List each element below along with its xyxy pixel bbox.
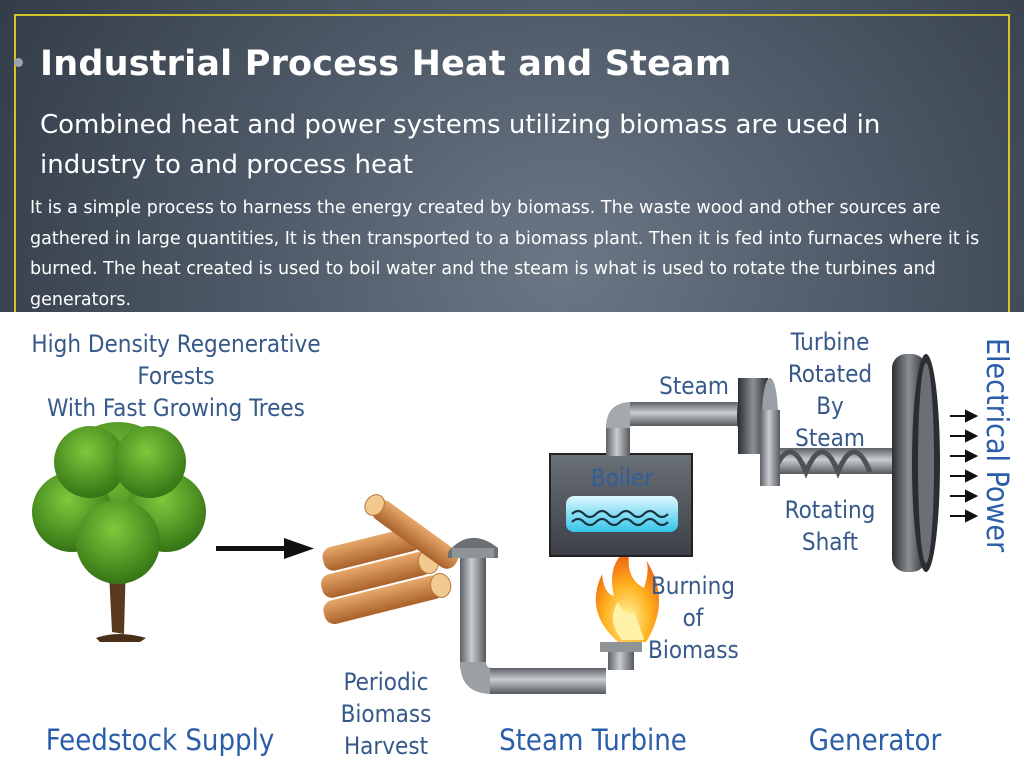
boiler-label: Boiler [590,464,654,492]
rotating-shaft-icon [760,410,900,486]
power-arrows-icon [950,409,979,523]
harvest-label: Periodic Biomass Harvest [330,666,442,762]
slide-subtitle: Combined heat and power systems utilizin… [40,110,881,180]
forest-label: High Density Regenerative Forests With F… [6,328,346,424]
flame-icon [595,548,659,642]
forest-label-line1: High Density Regenerative Forests [31,330,321,390]
tree-icon [32,422,206,642]
shaft-label-line1: Rotating [784,496,876,524]
generator-icon [892,354,940,572]
burning-label: Burning of Biomass [648,570,739,666]
arrow-icon [216,538,314,559]
burning-label-line2: of [682,604,704,632]
harvest-label-line1: Periodic [343,668,429,696]
burning-label-line3: Biomass [648,636,739,664]
diagram-graphics [32,354,979,694]
harvest-label-line2: Biomass [340,700,432,728]
logs-icon [321,494,459,624]
bullet-dot [14,58,23,67]
shaft-label-line2: Shaft [801,528,859,556]
shaft-label: Rotating Shaft [778,494,882,558]
boiler-icon [549,453,693,557]
biomass-diagram: High Density Regenerative Forests With F… [0,312,1024,768]
steam-label: Steam [659,372,729,400]
forest-label-line2: With Fast Growing Trees [47,394,305,422]
turbine-label-line3: By Steam [795,392,865,452]
turbine-label-line2: Rotated [787,360,873,388]
harvest-label-line3: Harvest [343,732,429,760]
slide-body-text: It is a simple process to harness the en… [30,198,980,310]
stage-generator-label: Generator [808,723,942,757]
slide-title: Industrial Process Heat and Steam [40,44,732,84]
stage-feedstock-label: Feedstock Supply [45,723,275,757]
burning-label-line1: Burning [650,572,736,600]
electrical-power-label: Electrical Power [979,338,1014,553]
stage-turbine-label: Steam Turbine [499,723,687,757]
turbine-label: Turbine Rotated By Steam [780,326,880,454]
pipe-icon [448,537,642,694]
steam-pipe-icon [606,402,738,456]
turbine-label-line1: Turbine [790,328,870,356]
